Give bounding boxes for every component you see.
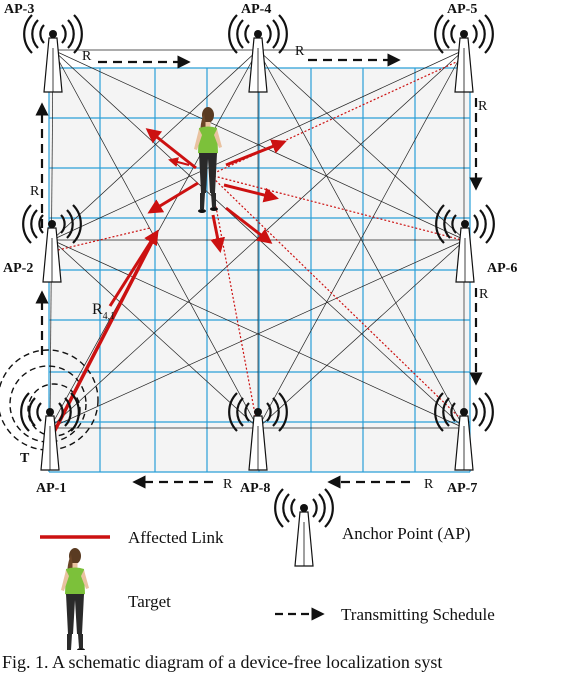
legend-anchor-point-label: Anchor Point (AP) bbox=[342, 524, 470, 543]
red-arrow bbox=[168, 157, 190, 167]
red-arrow bbox=[147, 181, 199, 214]
link-line bbox=[52, 49, 466, 241]
r-label-top-right: R bbox=[295, 44, 305, 59]
transmit-label: T bbox=[20, 451, 30, 466]
r-label-left-upper: R bbox=[30, 184, 40, 199]
r-label-bottom-left: R bbox=[223, 477, 233, 492]
legend-affected-link-label: Affected Link bbox=[128, 528, 224, 547]
red-arrow bbox=[210, 214, 226, 253]
ap-label-7: AP-7 bbox=[447, 481, 477, 496]
red-arrow bbox=[223, 183, 279, 203]
legend-antenna-icon bbox=[274, 487, 334, 568]
ap-label-2: AP-2 bbox=[3, 261, 33, 276]
ap-labels: AP-3 AP-4 AP-5 AP-2 AP-6 AP-1 AP-8 AP-7 bbox=[3, 2, 517, 496]
ap-label-8: AP-8 bbox=[240, 481, 270, 496]
figure-caption: Fig. 1. A schematic diagram of a device-… bbox=[2, 652, 443, 672]
ap-label-1: AP-1 bbox=[36, 481, 66, 496]
ap-label-6: AP-6 bbox=[487, 261, 517, 276]
r-label-top-left: R bbox=[82, 49, 92, 64]
r-label-right-upper: R bbox=[478, 99, 488, 114]
red-arrow bbox=[225, 139, 287, 167]
localization-diagram: AP-3 AP-4 AP-5 AP-2 AP-6 AP-1 AP-8 AP-7 … bbox=[0, 2, 517, 650]
dotted-link bbox=[209, 57, 466, 176]
red-arrow bbox=[108, 229, 159, 307]
affected-reflection-links bbox=[57, 57, 466, 431]
link-line bbox=[51, 49, 259, 241]
r-41-label: R4,1 bbox=[92, 301, 115, 322]
schedule-r-labels: R R R R R R R bbox=[30, 44, 489, 492]
dotted-link bbox=[209, 174, 463, 241]
scatter-arrows bbox=[108, 128, 287, 307]
r-label-right-lower: R bbox=[479, 287, 489, 302]
legend-target-icon bbox=[61, 548, 89, 650]
link-line bbox=[257, 49, 466, 241]
red-arrow bbox=[225, 206, 273, 244]
legend-schedule-label: Transmitting Schedule bbox=[341, 605, 495, 624]
link-line bbox=[257, 239, 466, 429]
ap-label-5: AP-5 bbox=[447, 2, 477, 17]
ap-label-4: AP-4 bbox=[241, 2, 271, 17]
legend-target-label: Target bbox=[128, 592, 171, 611]
dotted-link bbox=[209, 174, 463, 421]
dotted-link bbox=[209, 174, 259, 431]
schedule-arrows bbox=[35, 53, 483, 489]
link-line bbox=[257, 49, 465, 429]
ap-label-3: AP-3 bbox=[4, 2, 34, 17]
red-arrow bbox=[145, 128, 197, 170]
r-label-bottom-right: R bbox=[424, 477, 434, 492]
legend: Affected Link Anchor Point (AP) Target T… bbox=[40, 487, 495, 650]
link-line bbox=[51, 239, 259, 429]
